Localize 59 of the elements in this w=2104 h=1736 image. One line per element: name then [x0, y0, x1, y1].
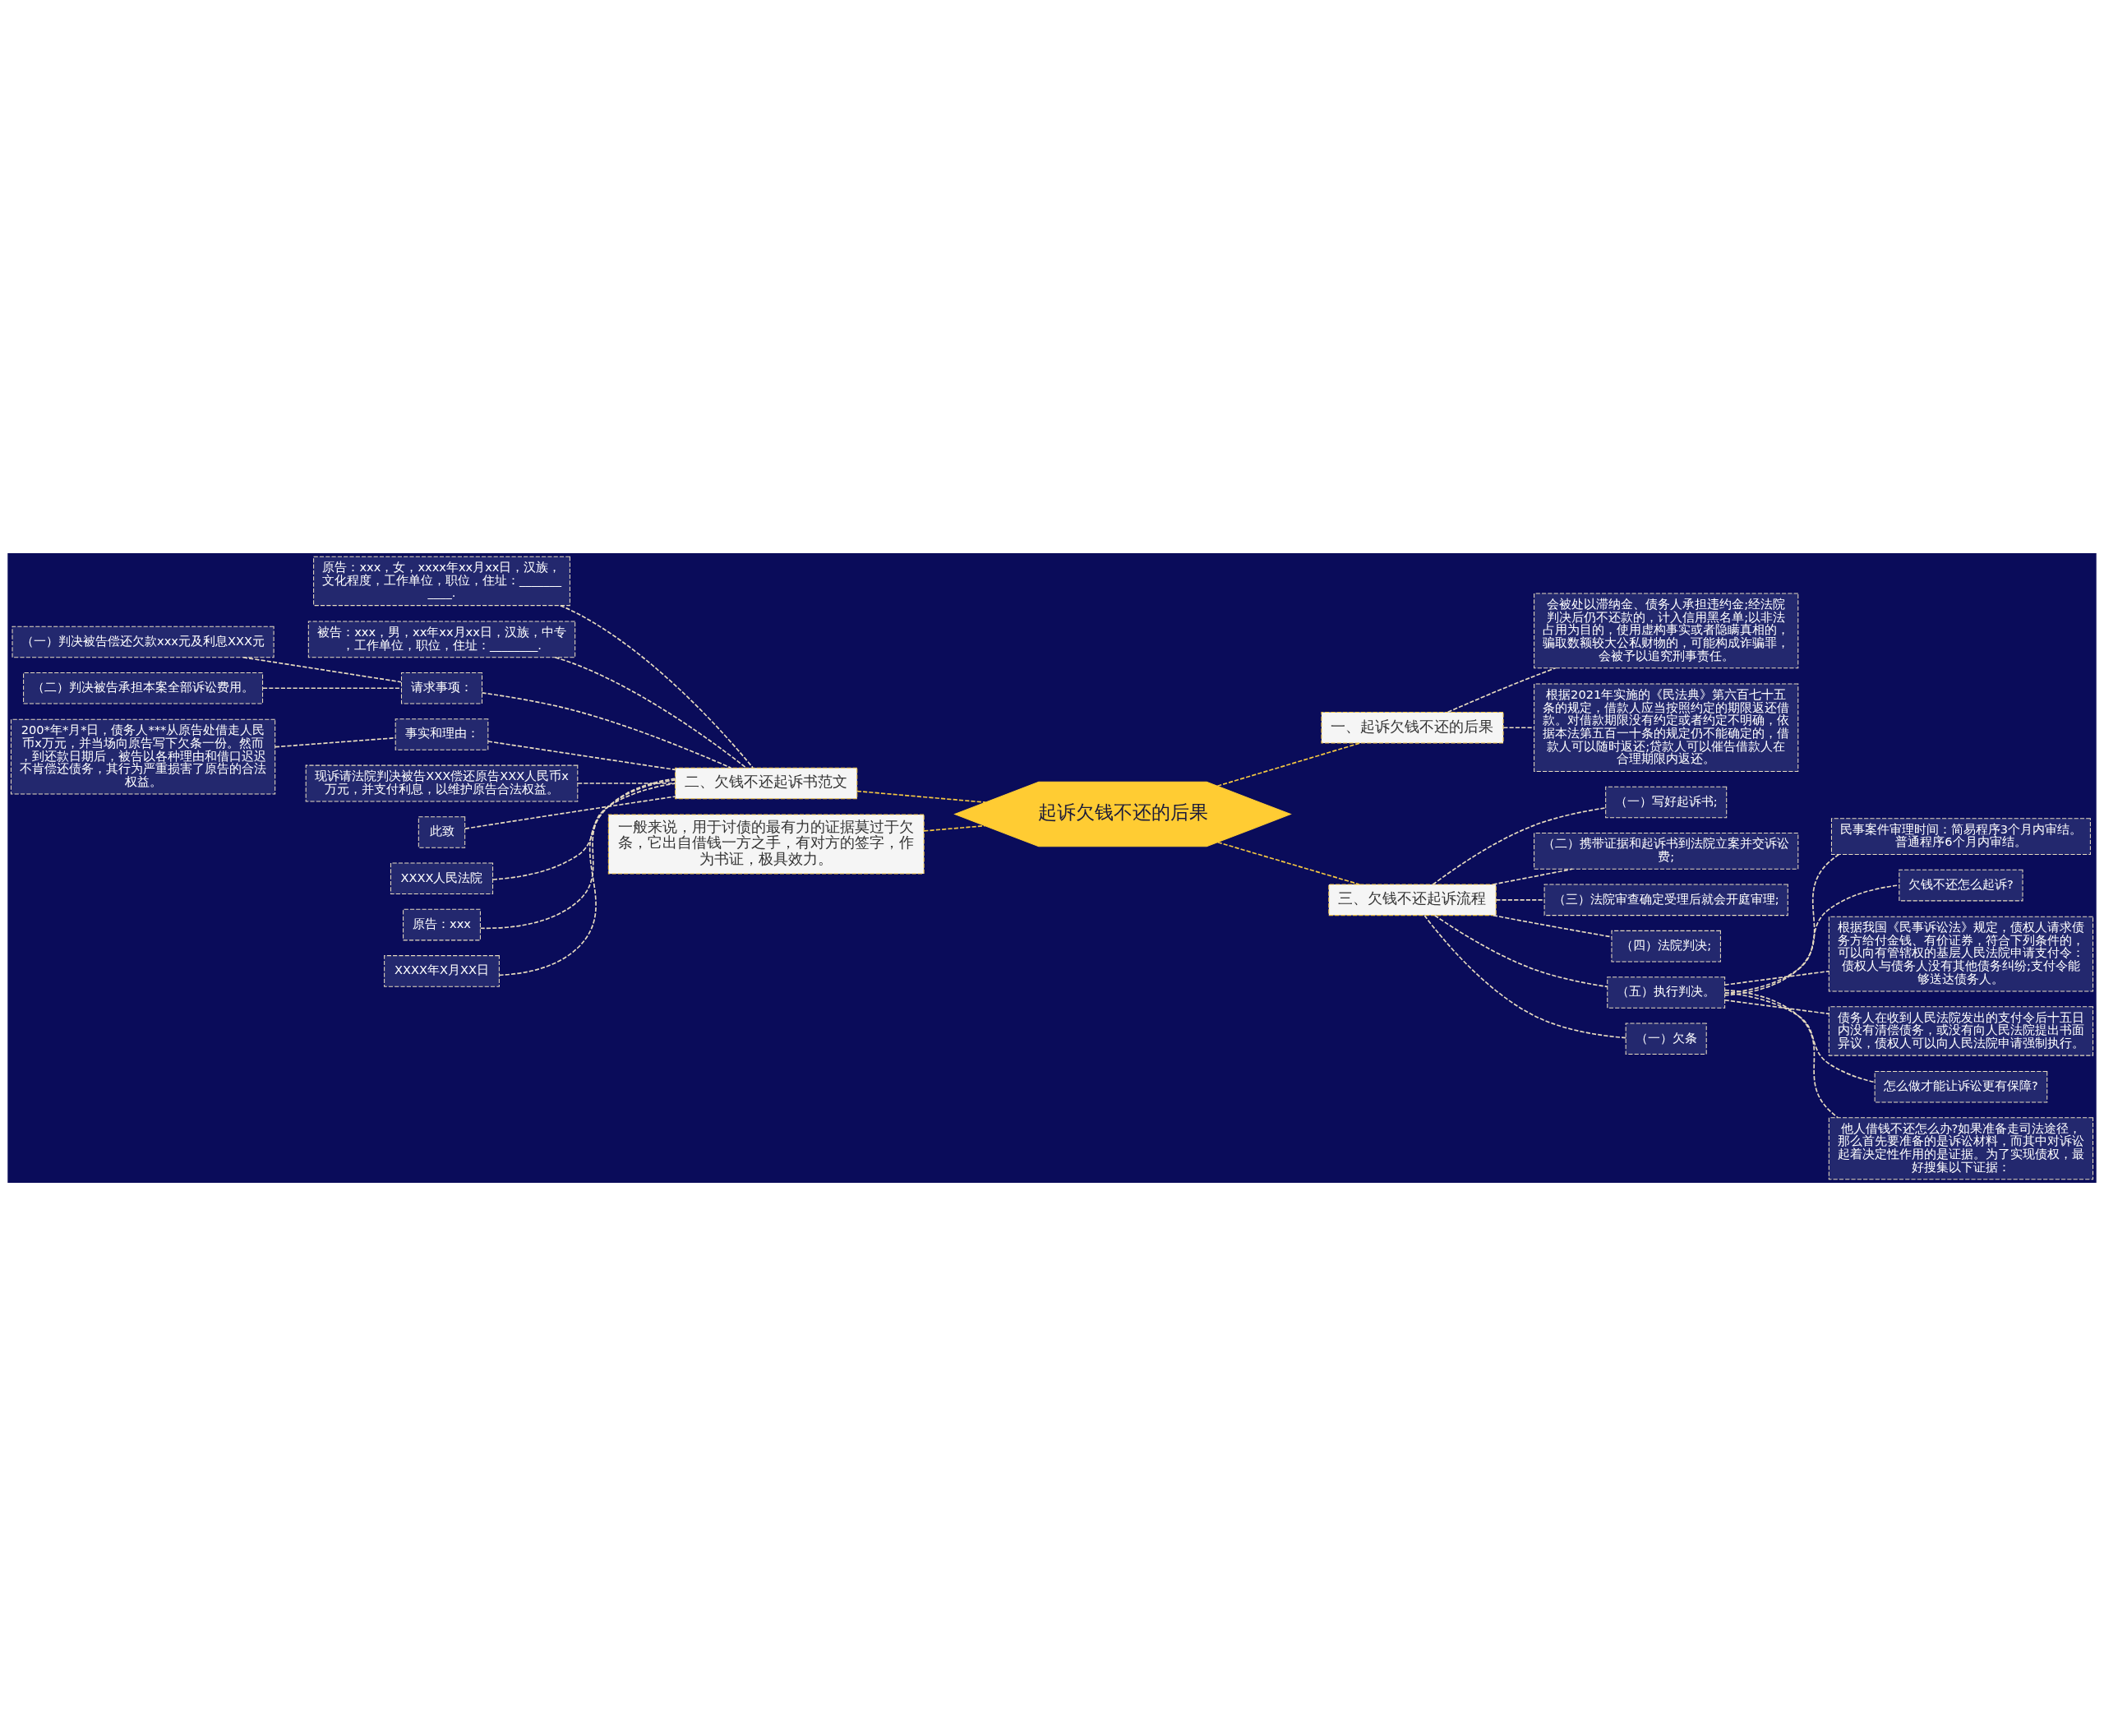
node-box: 根据我国《民事诉讼法》规定，债权人请求债务方给付金钱、有价证券，符合下列条件的，可以向有管辖权的基层人民法院申请支付令：债权人与债务人没有其他债务纠纷;支付令能够送达债务人。 — [1828, 916, 2094, 992]
connector — [1492, 914, 1613, 938]
node-box: （五）执行判决。 — [1607, 976, 1726, 1009]
node-box: XXXX人民法院 — [390, 862, 494, 895]
connector — [923, 824, 986, 832]
node-box: （一）写好起诉书; — [1605, 786, 1728, 819]
node-box: 民事案件审理时间：简易程序3个月内审结。普通程序6个月内审结。 — [1830, 818, 2091, 856]
connector — [242, 656, 402, 683]
connector — [1723, 989, 1839, 1119]
node-box: 事实和理由： — [394, 718, 489, 750]
connector — [275, 736, 396, 748]
connector — [492, 783, 676, 880]
connector — [559, 604, 754, 769]
node-box: 此致 — [418, 816, 466, 848]
node-box: 请求事项： — [400, 672, 483, 704]
node-box: 200*年*月*日，债务人***从原告处借走人民币x万元，并当场向原告写下欠条一份。然而，到还款日期后，被告以各种理由和借口迟迟不肯偿还债务，其行为严重损害了原告的合法权益。 — [10, 718, 276, 795]
connector — [487, 741, 676, 771]
connector — [1446, 667, 1557, 713]
connector — [498, 778, 676, 976]
node-box: （二）携带证据和起诉书到法院立案并交诉讼费; — [1534, 833, 1799, 870]
connector — [1723, 991, 1876, 1083]
node-box: （三）法院审查确定受理后就会开庭审理; — [1543, 884, 1788, 916]
connector — [1502, 727, 1535, 729]
connector — [856, 790, 986, 803]
node-box: （二）判决被告承担本案全部诉讼费用。 — [23, 672, 264, 704]
connector — [479, 779, 676, 930]
connector — [481, 692, 732, 769]
node-box: 原告：xxx — [403, 908, 481, 941]
node-box: XXXX年X月XX日 — [384, 955, 500, 987]
node-box: 被告：xxx，男，xx年xx月xx日，汉族，中专，工作单位，职位，住址：________. — [307, 621, 576, 658]
node-box: （一）判决被告偿还欠款xxx元及利息XXX元 — [12, 626, 275, 658]
connector — [554, 656, 747, 769]
connector — [577, 783, 676, 784]
node-box: （四）法院判决; — [1611, 930, 1721, 963]
connector — [1723, 853, 1840, 996]
connector — [1495, 899, 1545, 901]
node-box: （一）欠条 — [1625, 1023, 1707, 1055]
connector — [1216, 742, 1361, 787]
node-box: 三、欠钱不还起诉流程 — [1328, 884, 1497, 916]
connector — [1423, 915, 1626, 1039]
node-box: 怎么做才能让诉讼更有保障? — [1874, 1070, 2048, 1103]
node-box: 债务人在收到人民法院发出的支付令后十五日内没有清偿债务，或没有向人民法院提出书面异议，债权人可以向人民法院申请强制执行。 — [1828, 1006, 2094, 1056]
node-box: 一、起诉欠钱不还的后果 — [1321, 711, 1504, 744]
connector — [1724, 884, 1900, 995]
node-box: 会被处以滞纳金、债务人承担违约金;经法院判决后仍不还款的，计入信用黑名单;以非法占用为目的，使用虚构事实或者隐瞒真相的，骗取数额较大公私财物的，可能构成诈骗罪，会被予以追究刑事责任。 — [1534, 593, 1799, 669]
connector — [1723, 999, 1830, 1015]
node-box: 一般来说，用于讨债的最有力的证据莫过于欠条，它出自借钱一方之手，有对方的签字，作为书证，极具效力。 — [607, 814, 925, 875]
connector — [1433, 914, 1608, 988]
node-box: 他人借钱不还怎么办?如果准备走司法途径，那么首先要准备的是诉讼材料，而其中对诉讼起着决定性作用的是证据。为了实现债权，最好搜集以下证据： — [1828, 1117, 2094, 1180]
node-box: 现诉请法院判决被告XXX偿还原告XXX人民币x万元，并支付利息，以维护原告合法权益。 — [305, 764, 579, 802]
node-box: 原告：xxx，女，xxxx年xx月xx日，汉族，文化程度，工作单位，职位，住址：___________. — [313, 556, 570, 607]
connector — [1723, 970, 1830, 986]
connector — [1432, 807, 1607, 885]
connector — [1216, 841, 1360, 885]
node-box: 根据2021年实施的《民法典》第六百七十五条的规定，借款人应当按照约定的期限返还借款。对借款期限没有约定或者约定不明确，依据本法第五百一十条的规定仍不能确定的，借款人可以随时返还;贷款人可以催告借款人在合理期限内返还。 — [1534, 683, 1799, 772]
node-box: 二、欠钱不还起诉书范文 — [675, 767, 858, 800]
node-box: 欠钱不还怎么起诉? — [1899, 869, 2023, 902]
connector — [1492, 868, 1573, 885]
connector — [464, 796, 676, 829]
